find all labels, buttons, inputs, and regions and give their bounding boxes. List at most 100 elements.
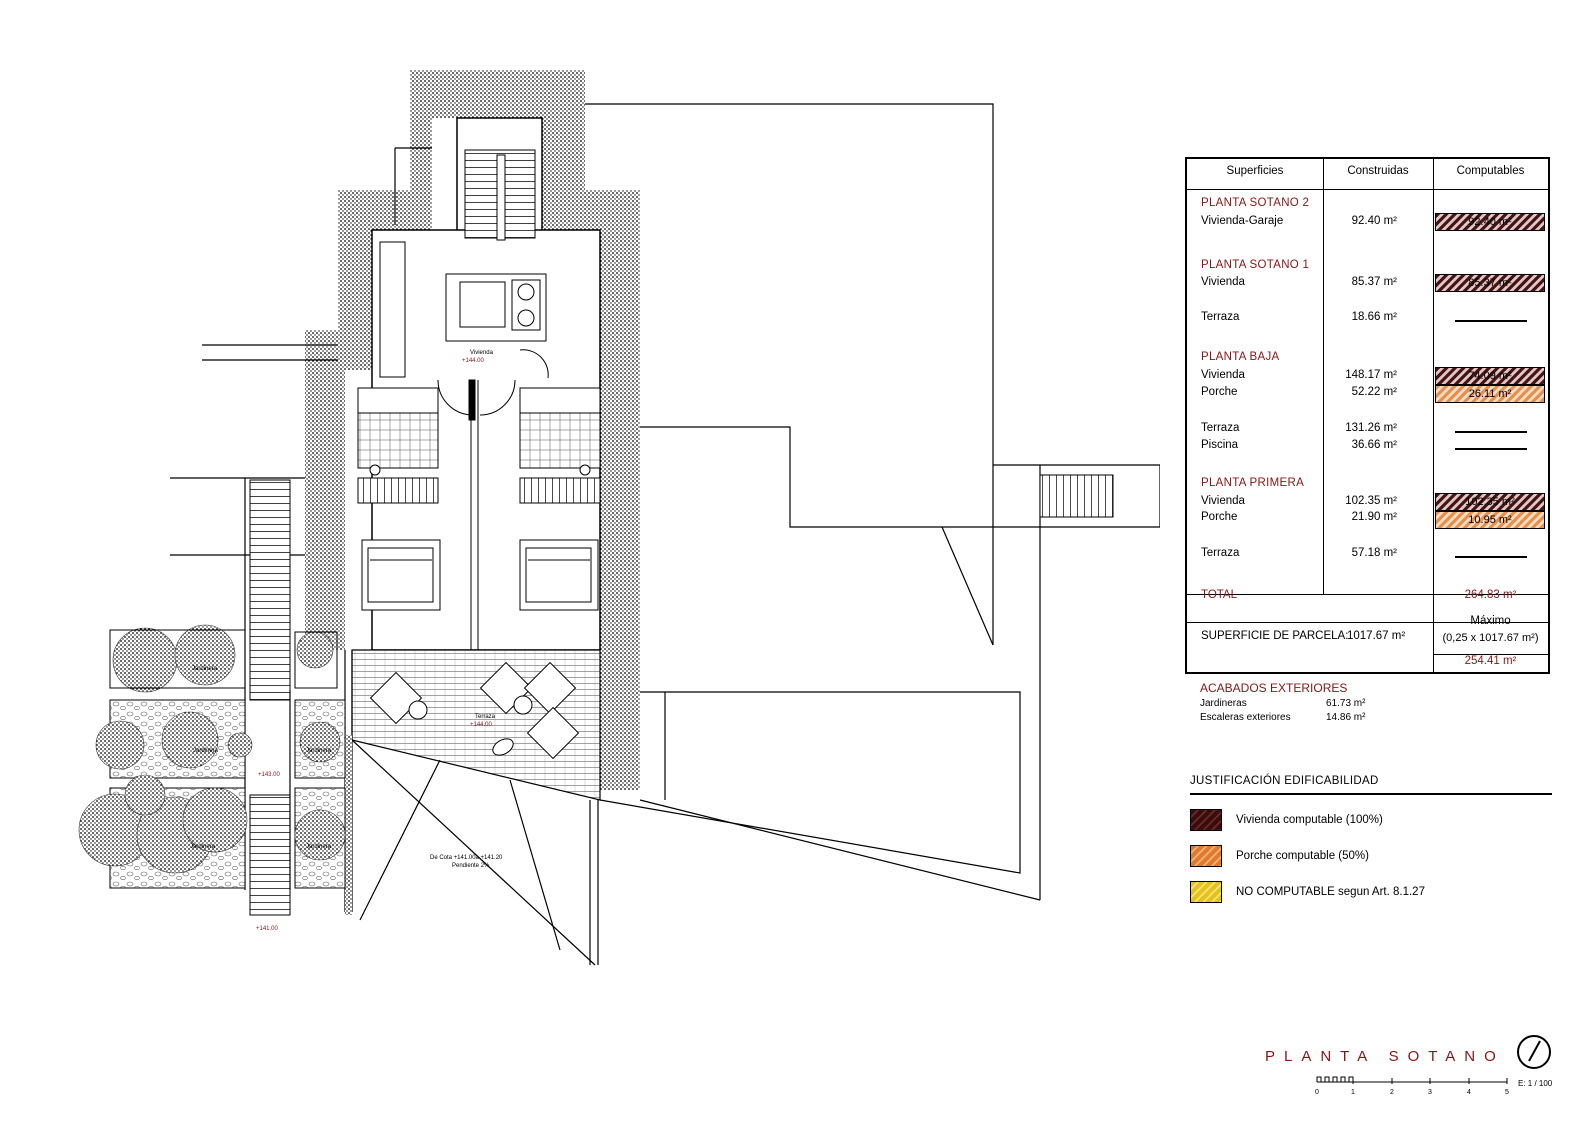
- row-name: Porche: [1201, 386, 1238, 398]
- row-construida: 92.40 m²: [1351, 215, 1397, 227]
- section-title: PLANTA SOTANO 1: [1201, 259, 1310, 271]
- parcela-label: SUPERFICIE DE PARCELA:: [1201, 630, 1349, 642]
- stair-handrail: [496, 154, 506, 241]
- row-construida: 18.66 m²: [1351, 311, 1397, 323]
- acabados-row: Jardineras 61.73 m²: [1200, 697, 1420, 711]
- left-suite: [357, 387, 441, 611]
- garden-planters: [78, 624, 346, 889]
- legend-swatch-no-computable: [1190, 881, 1222, 903]
- row-construida: 57.18 m²: [1351, 547, 1397, 559]
- label-jardinera-1: Jardinera: [192, 666, 218, 672]
- header-computables: Computables: [1456, 165, 1525, 177]
- area-table: Superficies Construidas Computables PLAN…: [1185, 157, 1550, 674]
- section-title: PLANTA BAJA: [1201, 351, 1280, 363]
- retaining-wall-hatch: [345, 735, 352, 915]
- row-computable-none: [1455, 320, 1527, 322]
- legend-label: Porche computable (50%): [1236, 850, 1369, 862]
- legend-label: NO COMPUTABLE segun Art. 8.1.27: [1236, 886, 1425, 898]
- row-construida: 102.35 m²: [1345, 495, 1397, 507]
- row-name: Vivienda-Garaje: [1201, 215, 1284, 227]
- acabados-name: Jardineras: [1200, 698, 1247, 709]
- justificacion-legend: JUSTIFICACIÓN EDIFICABILIDAD Vivienda co…: [1190, 775, 1552, 903]
- acabados-row: Escaleras exteriores 14.86 m²: [1200, 711, 1420, 725]
- row-name: Terraza: [1201, 311, 1240, 323]
- note-cota: De Cota +141.00a +141.20: [430, 855, 503, 861]
- legend-label: Vivienda computable (100%): [1236, 814, 1383, 826]
- note-pendiente: Pendiente 2%: [452, 863, 490, 869]
- row-name: Vivienda: [1201, 276, 1245, 288]
- row-name: Vivienda: [1201, 369, 1245, 381]
- scale-tick: 5: [1505, 1089, 1509, 1096]
- scale-tick: 3: [1428, 1089, 1432, 1096]
- row-computable-none: [1455, 448, 1527, 450]
- label-vivienda: Vivienda: [470, 350, 494, 356]
- north-arrow-icon: [1517, 1035, 1551, 1069]
- legend-item: NO COMPUTABLE segun Art. 8.1.27: [1190, 881, 1552, 903]
- maximo-label: Máximo: [1470, 615, 1511, 627]
- label-jardinera-5: Jardinera: [306, 844, 332, 850]
- scale-tick: 0: [1315, 1089, 1319, 1096]
- scale-tick: 4: [1467, 1089, 1471, 1096]
- row-computable-none: [1455, 431, 1527, 433]
- exterior-stairs-left-lower: [249, 794, 291, 916]
- row-name: Terraza: [1201, 422, 1240, 434]
- row-computable: 74.09 m²: [1435, 367, 1545, 385]
- row-construida: 85.37 m²: [1351, 276, 1397, 288]
- label-jardinera-2: Jardinera: [193, 748, 219, 754]
- row-name: Terraza: [1201, 547, 1240, 559]
- row-construida: 52.22 m²: [1351, 386, 1397, 398]
- row-construida: 36.66 m²: [1351, 439, 1397, 451]
- total-value: 264.83 m²: [1464, 589, 1517, 601]
- outline-lines: [170, 103, 1160, 901]
- terrace: [351, 649, 601, 801]
- label-terraza: Terraza: [475, 714, 496, 720]
- header-superficies: Superficies: [1226, 165, 1284, 177]
- row-computable: 85.37 m²: [1435, 274, 1545, 292]
- total-label: TOTAL: [1201, 589, 1237, 601]
- level-terraza: +144.00: [470, 722, 493, 728]
- scale-tick: 2: [1390, 1089, 1394, 1096]
- exterior-stairs-right: [1039, 474, 1114, 518]
- parcela-value: 1017.67 m²: [1347, 630, 1406, 642]
- justificacion-title: JUSTIFICACIÓN EDIFICABILIDAD: [1190, 775, 1552, 795]
- acabados-name: Escaleras exteriores: [1200, 712, 1291, 723]
- row-name: Porche: [1201, 511, 1238, 523]
- section-title: PLANTA PRIMERA: [1201, 477, 1305, 489]
- row-computable-none: [1455, 556, 1527, 558]
- title-block: PLANTA SOTANO 1: [1265, 1048, 1535, 1065]
- right-suite: [519, 387, 601, 611]
- row-construida: 21.90 m²: [1351, 511, 1397, 523]
- row-construida: 148.17 m²: [1345, 369, 1397, 381]
- level-143: +143.00: [258, 772, 281, 778]
- legend-item: Vivienda computable (100%): [1190, 809, 1552, 831]
- corridor: [437, 349, 549, 650]
- exterior-stairs-left-upper: [249, 479, 291, 701]
- row-computable: 26.11 m²: [1435, 385, 1545, 403]
- level-vivienda: +144.00: [462, 358, 485, 364]
- row-computable: 10.95 m²: [1435, 511, 1545, 529]
- header-construidas: Construidas: [1347, 165, 1409, 177]
- acabados-exteriores: ACABADOS EXTERIORES Jardineras 61.73 m² …: [1200, 681, 1420, 725]
- acabados-value: 61.73 m²: [1326, 698, 1366, 709]
- label-jardinera-4: Jardinera: [190, 844, 216, 850]
- service-core: [379, 241, 547, 378]
- row-computable: 102.35 m²: [1435, 493, 1545, 511]
- acabados-value: 14.86 m²: [1326, 712, 1366, 723]
- label-jardinera-3: Jardinera: [306, 748, 332, 754]
- floor-plan: Vivienda +144.00 Terraza +144.00 Jardine…: [78, 70, 1160, 966]
- section-title: PLANTA SOTANO 2: [1201, 197, 1310, 209]
- legend-item: Porche computable (50%): [1190, 845, 1552, 867]
- row-name: Vivienda: [1201, 495, 1245, 507]
- legend-swatch-vivienda: [1190, 809, 1222, 831]
- soil-hatch: [305, 70, 640, 790]
- acabados-title: ACABADOS EXTERIORES: [1200, 681, 1348, 695]
- scale-label: E: 1 / 100: [1518, 1079, 1553, 1088]
- level-141: +141.00: [256, 926, 279, 932]
- row-construida: 131.26 m²: [1345, 422, 1397, 434]
- maximo-value: 254.41 m²: [1464, 655, 1517, 667]
- row-name: Piscina: [1201, 439, 1239, 451]
- scale-bar: 0 1 2 3 4 5: [1315, 1076, 1509, 1096]
- row-computable: 92.40 m²: [1435, 213, 1545, 231]
- sheet-title: PLANTA SOTANO 1: [1265, 1048, 1536, 1065]
- legend-swatch-porche: [1190, 845, 1222, 867]
